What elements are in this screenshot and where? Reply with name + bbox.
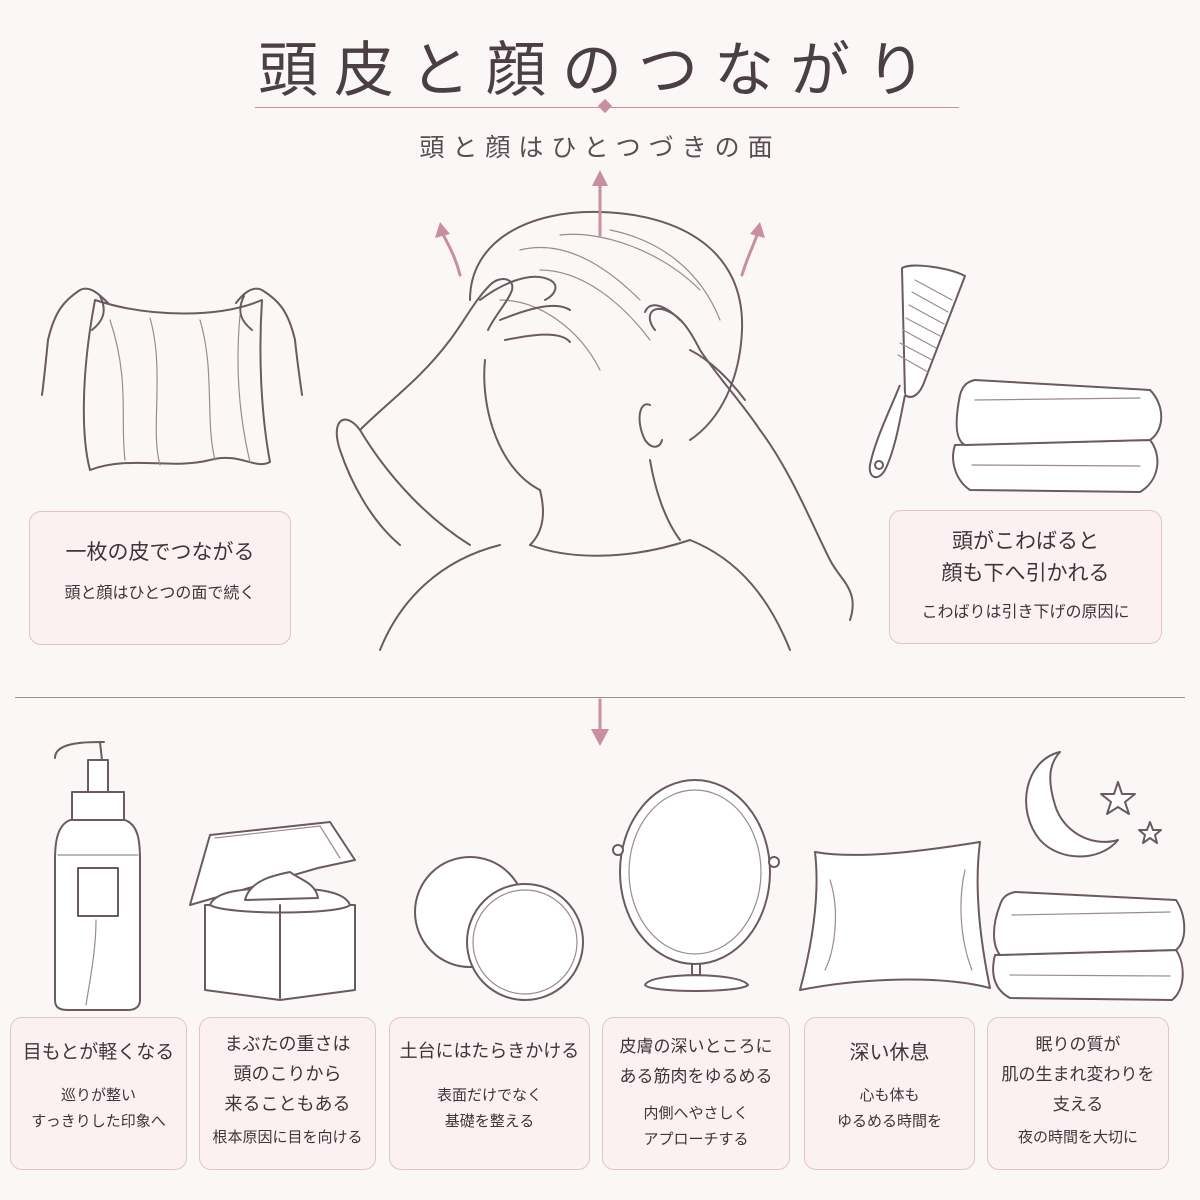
card-deep-rest: 深い休息 心も体も ゆるめる時間を bbox=[804, 1017, 975, 1170]
card-line2: 基礎を整える bbox=[444, 1112, 535, 1130]
card-stiff-head-pulls-face: 頭がこわばると 顔も下へ引かれる こわばりは引き下げの原因に bbox=[889, 510, 1162, 644]
card-heading: 土台にはたらきかける bbox=[399, 1041, 580, 1062]
card-heading-line3: 来ることもある bbox=[224, 1094, 351, 1115]
card-line1: 夜の時間を大切に bbox=[1017, 1128, 1138, 1146]
card-one-sheet-skin: 一枚の皮でつながる 頭と顔はひとつの面で続く bbox=[29, 511, 291, 645]
page-subtitle: 頭と顔はひとつづきの面 bbox=[419, 133, 781, 162]
card-lighter-eyes: 目もとが軽くなる 巡りが整い すっきりした印象へ bbox=[10, 1017, 187, 1170]
card-line1: 表面だけでなく bbox=[436, 1086, 542, 1104]
card-heading-line3: 支える bbox=[1052, 1095, 1104, 1115]
card-sleep-quality: 眠りの質が 肌の生まれ変わりを 支える 夜の時間を大切に bbox=[987, 1017, 1169, 1170]
card-heading-line2: 肌の生まれ変わりを bbox=[1001, 1065, 1155, 1085]
card-work-on-foundation: 土台にはたらきかける 表面だけでなく 基礎を整える bbox=[389, 1017, 590, 1170]
card-line1: 根本原因に目を向ける bbox=[212, 1128, 363, 1146]
card-line2: ゆるめる時間を bbox=[836, 1112, 942, 1130]
card-relax-deep-muscles: 皮膚の深いところに ある筋肉をゆるめる 内側へやさしく アプローチする bbox=[602, 1017, 790, 1170]
card-line1: 心も体も bbox=[859, 1086, 920, 1104]
card-heading-line1: 皮膚の深いところに bbox=[619, 1037, 773, 1057]
section-divider bbox=[15, 697, 1185, 698]
card-line1: 巡りが整い bbox=[60, 1086, 136, 1104]
card-text: 頭と顔はひとつの面で続く bbox=[64, 583, 256, 602]
card-heading-line2: ある筋肉をゆるめる bbox=[619, 1067, 773, 1087]
card-heading: 目もとが軽くなる bbox=[22, 1041, 175, 1063]
card-heading-line1: 眠りの質が bbox=[1035, 1035, 1121, 1055]
card-line1: 内側へやさしく bbox=[643, 1104, 749, 1122]
card-heading-line1: 頭がこわばると bbox=[952, 529, 1099, 553]
page-title: 頭皮と顔のつながり bbox=[258, 36, 942, 106]
card-heading-line2: 頭のこりから bbox=[233, 1064, 342, 1085]
card-heading-line1: まぶたの重さは bbox=[224, 1034, 351, 1055]
card-text: こわばりは引き下げの原因に bbox=[921, 602, 1130, 621]
card-heading-line2: 顔も下へ引かれる bbox=[941, 561, 1110, 585]
card-heading: 一枚の皮でつながる bbox=[65, 540, 255, 564]
card-heading: 深い休息 bbox=[849, 1040, 930, 1064]
card-line2: すっきりした印象へ bbox=[31, 1112, 166, 1130]
card-line2: アプローチする bbox=[643, 1130, 749, 1148]
card-eyelid-heaviness: まぶたの重さは 頭のこりから 来ることもある 根本原因に目を向ける bbox=[199, 1017, 376, 1170]
